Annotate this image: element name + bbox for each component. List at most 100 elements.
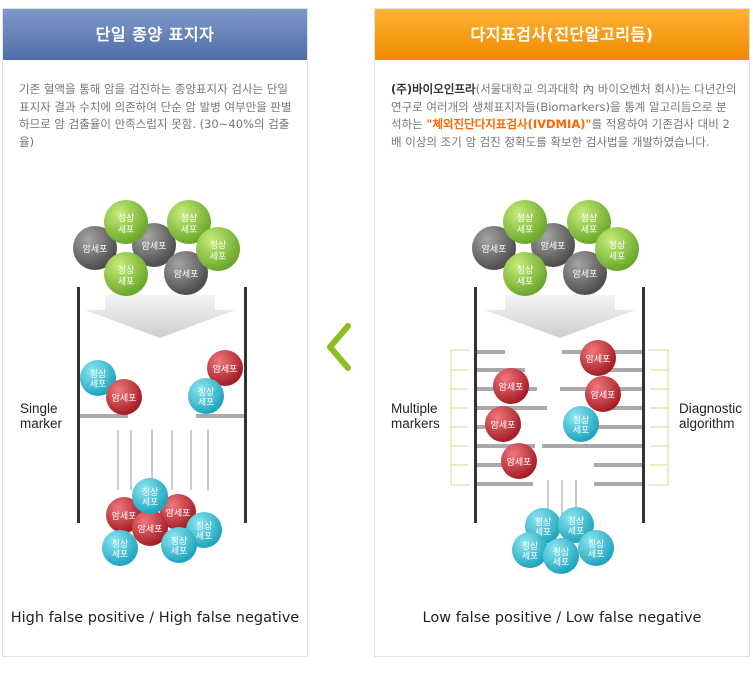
right-funnel-arrow <box>485 295 635 338</box>
chevron-left-icon <box>327 323 351 371</box>
single-marker-label-line2: marker <box>20 416 63 431</box>
normal-cell-label: 세포 <box>198 397 215 408</box>
normal-cell-label: 정상 <box>517 265 534 276</box>
normal-cell-label: 정상 <box>112 539 129 550</box>
cancer-cell: 암세포 <box>160 494 196 530</box>
left-filter-bar <box>196 414 244 418</box>
cancer-cell: 암세포 <box>493 368 529 404</box>
cancer-cell-label: 암세포 <box>174 268 199 280</box>
normal-cell-label: 세포 <box>609 252 626 263</box>
cancer-cell-label: 암세포 <box>573 268 598 280</box>
left-funnel-arrow <box>85 295 235 338</box>
normal-cell-label: 세포 <box>517 277 534 288</box>
normal-cell-label: 정상 <box>181 213 198 224</box>
diagnostic-algorithm-label-line2: algorithm <box>679 416 735 431</box>
cancer-cell-label: 암세포 <box>138 523 163 535</box>
cancer-cell: 암세포 <box>485 406 521 442</box>
cancer-cell: 암세포 <box>132 510 168 546</box>
normal-cell-label: 정상 <box>142 487 159 498</box>
cancer-cell-label: 암세포 <box>499 381 524 393</box>
normal-cell-label: 정상 <box>573 415 590 426</box>
ivdmia-highlight: "체외진단다지표검사(IVDMIA)" <box>426 117 592 131</box>
normal-cell-label: 정상 <box>581 213 598 224</box>
normal-cell-label: 정상 <box>196 521 213 532</box>
normal-cell-label: 정상 <box>90 369 107 380</box>
normal-cell-label: 정상 <box>535 517 552 528</box>
cancer-cell: 암세포 <box>73 226 117 270</box>
normal-cell-label: 세포 <box>210 252 227 263</box>
cancer-cell-label: 암세포 <box>507 456 532 468</box>
cancer-cell-label: 암세포 <box>586 353 611 365</box>
normal-cell-label: 세포 <box>581 225 598 236</box>
normal-cell-label: 정상 <box>118 265 135 276</box>
normal-cell-label: 정상 <box>171 536 188 547</box>
left-pass-lines <box>117 430 209 490</box>
normal-cell-label: 정상 <box>553 547 570 558</box>
normal-cell-label: 세포 <box>171 546 188 557</box>
normal-cell-label: 세포 <box>142 497 159 508</box>
normal-cell-label: 세포 <box>118 225 135 236</box>
normal-cell-label: 세포 <box>517 225 534 236</box>
left-filter-bar <box>80 414 128 418</box>
algorithm-bracket-right <box>648 349 669 486</box>
normal-cell-label: 정상 <box>210 240 227 251</box>
single-marker-panel: 단일 종양 표지자 기존 혈액을 통해 암을 검진하는 종양표지자 검사는 단일… <box>2 8 308 657</box>
multi-marker-caption: Low false positive / Low false negative <box>422 610 702 626</box>
cancer-cell: 암세포 <box>501 443 537 479</box>
cancer-cell-label: 암세포 <box>541 240 566 252</box>
normal-cell-label: 정상 <box>118 213 135 224</box>
left-wall-left <box>77 287 80 523</box>
single-marker-description: 기존 혈액을 통해 암을 검진하는 종양표지자 검사는 단일 표지자 결과 수치… <box>19 82 292 149</box>
normal-cell-label: 정상 <box>517 213 534 224</box>
multiple-markers-label-line1: Multiple <box>391 401 438 416</box>
normal-cell-label: 세포 <box>522 551 539 562</box>
normal-cell-label: 세포 <box>573 425 590 436</box>
normal-cell-label: 정상 <box>588 539 605 550</box>
normal-cell-label: 세포 <box>112 549 129 560</box>
cancer-cell-label: 암세포 <box>112 510 137 522</box>
cancer-cell: 암세포 <box>585 376 621 412</box>
cancer-cell: 암세포 <box>106 379 142 415</box>
normal-cell-label: 정상 <box>198 387 215 398</box>
multi-marker-description: (주)바이오인프라(서울대학교 의과대학 內 바이오벤처 회사)는 다년간의 연… <box>391 81 737 151</box>
normal-cell-label: 세포 <box>535 527 552 538</box>
multi-marker-title: 다지표검사(진단알고리듬) <box>375 9 749 60</box>
normal-cell-label: 정상 <box>609 240 626 251</box>
cancer-cell: 암세포 <box>563 251 607 295</box>
normal-cell-label: 세포 <box>196 531 213 542</box>
cancer-cell: 암세포 <box>207 350 243 386</box>
single-marker-caption: High false positive / High false negativ… <box>10 610 300 626</box>
algorithm-bracket-left <box>450 349 470 486</box>
right-wall-left <box>474 287 477 523</box>
description-part1: (서울대학교 의과대학 內 바이오벤처 회사)는 다년간의 연구로 여러개의 생… <box>391 82 737 131</box>
cancer-cell: 암세포 <box>164 251 208 295</box>
cancer-cell-label: 암세포 <box>591 389 616 401</box>
normal-cell-label: 세포 <box>588 549 605 560</box>
cancer-cell-label: 암세포 <box>142 240 167 252</box>
single-marker-title: 단일 종양 표지자 <box>3 9 307 60</box>
cancer-cell-label: 암세포 <box>166 507 191 519</box>
normal-cell-label: 세포 <box>118 277 135 288</box>
cancer-cell-label: 암세포 <box>482 243 507 255</box>
normal-cell-label: 세포 <box>568 526 585 537</box>
normal-cell-label: 세포 <box>553 557 570 568</box>
right-wall-right <box>642 287 645 523</box>
cancer-cell: 암세포 <box>580 340 616 376</box>
cancer-cell-label: 암세포 <box>83 243 108 255</box>
